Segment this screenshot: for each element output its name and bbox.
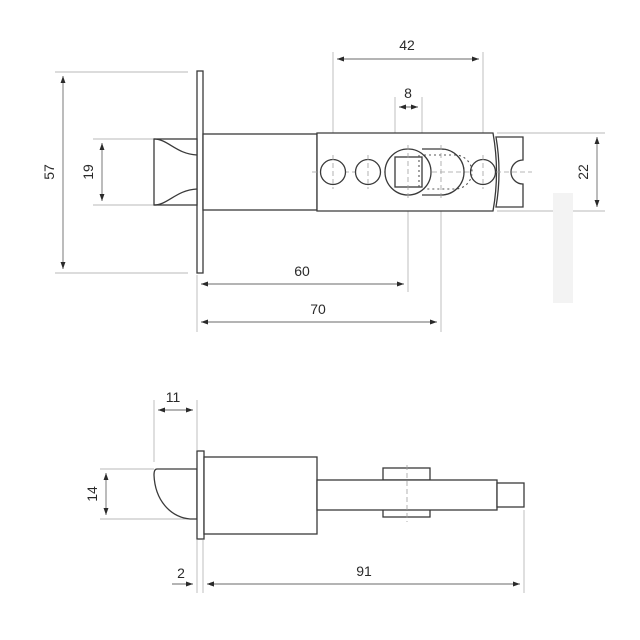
side-view: 11 14 2 91 [84, 389, 525, 593]
mounting-holes [319, 155, 497, 189]
top-view: 57 19 42 8 22 60 70 [41, 37, 605, 332]
top-view-dimensions: 57 19 42 8 22 60 70 [41, 37, 600, 325]
dim-bolt-projection: 11 [166, 389, 181, 405]
dim-latch-bolt-height: 19 [80, 164, 96, 180]
side-view-dimensions: 11 14 2 91 [84, 389, 520, 587]
dim-bolt-height: 14 [84, 486, 100, 502]
latch-bolt [153, 138, 198, 206]
dim-hole-span: 42 [399, 37, 415, 53]
hub-flange-top [382, 467, 431, 481]
side-tip [496, 482, 525, 508]
side-faceplate [196, 450, 205, 540]
dim-body-height: 22 [575, 164, 591, 180]
dim-body-length: 91 [356, 563, 372, 579]
spindle-square-hole [394, 156, 423, 188]
side-bolt [153, 468, 198, 520]
dim-faceplate-height: 57 [41, 164, 57, 180]
side-body [203, 456, 318, 535]
top-view-extension-lines [55, 52, 605, 332]
side-view-extension-lines [100, 400, 525, 593]
tail-piece [495, 136, 524, 208]
latch-body-tube [202, 133, 318, 211]
dim-backset-60: 60 [294, 263, 310, 279]
dim-faceplate-thickness: 2 [177, 565, 185, 581]
spindle-hub [384, 145, 473, 200]
faceplate [196, 70, 204, 274]
dim-backset-70: 70 [310, 301, 326, 317]
scan-artifact [553, 193, 573, 303]
dim-spindle-square: 8 [404, 85, 412, 101]
